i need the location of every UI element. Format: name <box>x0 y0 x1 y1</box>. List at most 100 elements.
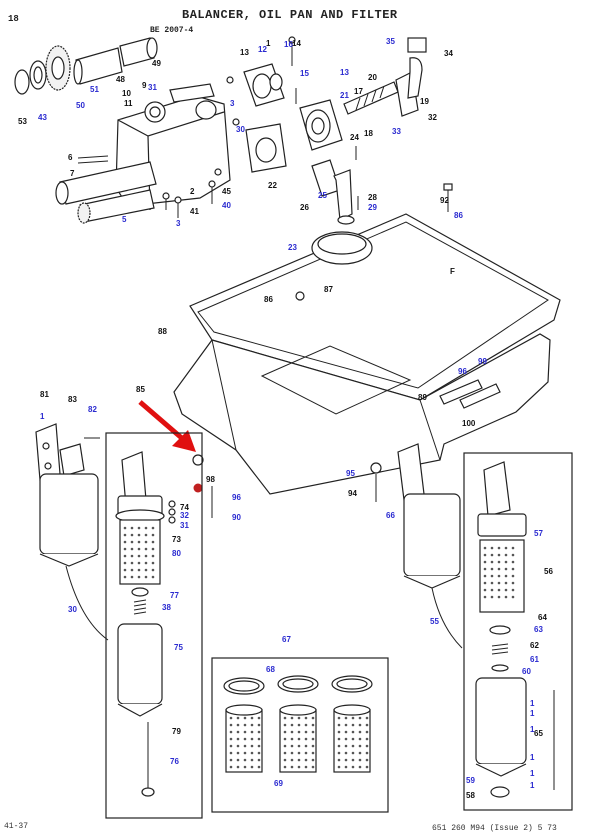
perforation-dot <box>243 716 247 720</box>
perforation-dot <box>337 737 341 741</box>
perforation-dot <box>297 744 301 748</box>
part-callout-51: 51 <box>90 85 99 94</box>
perforation-dot <box>504 546 508 550</box>
perforation-dot <box>257 744 261 748</box>
perforation-dot <box>290 765 294 769</box>
perforation-dot <box>250 730 254 734</box>
perforation-dot <box>236 758 240 762</box>
perforation-dot <box>351 751 355 755</box>
perforation-dot <box>490 567 494 571</box>
part-callout-35: 35 <box>386 37 395 46</box>
perforation-dot <box>123 526 127 530</box>
perforation-dot <box>257 737 261 741</box>
perforation-dot <box>490 588 494 592</box>
part-callout-65: 65 <box>534 729 543 738</box>
part-callout-16: 16 <box>284 40 293 49</box>
filter-element-set <box>123 526 515 813</box>
perforation-dot <box>151 533 155 537</box>
perforation-dot <box>283 730 287 734</box>
perforation-dot <box>229 758 233 762</box>
part-callout-81: 81 <box>40 390 49 399</box>
perforation-dot <box>365 751 369 755</box>
perforation-dot <box>130 554 134 558</box>
perforation-dot <box>337 758 341 762</box>
perforation-dot <box>130 575 134 579</box>
perforation-dot <box>358 765 362 769</box>
perforation-dot <box>283 751 287 755</box>
perforation-dot <box>144 575 148 579</box>
left-filter-drawing <box>35 423 203 819</box>
perforation-dot <box>229 751 233 755</box>
perforation-dot <box>283 737 287 741</box>
perforation-dot <box>351 765 355 769</box>
perforation-dot <box>151 561 155 565</box>
oil-pump-drawing <box>243 36 453 225</box>
part-callout-34: 34 <box>444 49 453 58</box>
footer-left: 41-37 <box>4 822 29 831</box>
perforation-dot <box>365 744 369 748</box>
perforation-dot <box>236 716 240 720</box>
perforation-dot <box>243 765 247 769</box>
perforation-dot <box>151 575 155 579</box>
part-callout-1: 1 <box>266 39 271 48</box>
perforation-dot <box>351 723 355 727</box>
perforation-dot <box>137 575 141 579</box>
part-callout-40: 40 <box>222 201 231 210</box>
part-callout-56: 56 <box>544 567 553 576</box>
perforation-dot <box>243 751 247 755</box>
part-callout-74: 74 <box>180 503 189 512</box>
part-callout-3: 3 <box>230 99 235 108</box>
part-callout-60: 60 <box>522 667 531 676</box>
part-callout-7: 7 <box>70 169 75 178</box>
perforation-dot <box>483 574 487 578</box>
perforation-dot <box>311 723 315 727</box>
part-callout-92: 92 <box>440 196 449 205</box>
perforation-dot <box>497 553 501 557</box>
perforation-dot <box>144 540 148 544</box>
part-callout-61: 61 <box>530 655 539 664</box>
part-callout-75: 75 <box>174 643 183 652</box>
perforation-dot <box>137 533 141 537</box>
perforation-dot <box>151 547 155 551</box>
part-callout-57: 57 <box>534 529 543 538</box>
perforation-dot <box>511 574 515 578</box>
part-callout-100: 100 <box>462 419 476 428</box>
perforation-dot <box>250 751 254 755</box>
perforation-dot <box>344 765 348 769</box>
part-callout-17: 17 <box>354 87 363 96</box>
part-callout-62: 62 <box>530 641 539 650</box>
perforation-dot <box>497 588 501 592</box>
perforation-dot <box>257 716 261 720</box>
perforation-dot <box>283 758 287 762</box>
part-callout-12: 12 <box>258 45 267 54</box>
perforation-dot <box>511 588 515 592</box>
perforation-dot <box>304 751 308 755</box>
part-callout-69: 69 <box>274 779 283 788</box>
perforation-dot <box>243 723 247 727</box>
part-callout-50: 50 <box>76 101 85 110</box>
perforation-dot <box>504 560 508 564</box>
perforation-dot <box>337 744 341 748</box>
perforation-dot <box>311 744 315 748</box>
perforation-dot <box>504 588 508 592</box>
perforation-dot <box>504 581 508 585</box>
perforation-dot <box>243 730 247 734</box>
perforation-dot <box>257 751 261 755</box>
perforation-dot <box>250 744 254 748</box>
perforation-dot <box>490 595 494 599</box>
perforation-dot <box>297 758 301 762</box>
red-pointer-arrow <box>138 400 203 493</box>
perforation-dot <box>283 716 287 720</box>
perforation-dot <box>497 581 501 585</box>
perforation-dot <box>257 758 261 762</box>
part-callout-1: 1 <box>40 412 45 421</box>
perforation-dot <box>358 758 362 762</box>
perforation-dot <box>123 540 127 544</box>
perforation-dot <box>297 730 301 734</box>
part-callout-55: 55 <box>430 617 439 626</box>
part-callout-20: 20 <box>368 73 377 82</box>
perforation-dot <box>243 737 247 741</box>
part-callout-38: 38 <box>162 603 171 612</box>
perforation-dot <box>123 575 127 579</box>
perforation-dot <box>137 568 141 572</box>
